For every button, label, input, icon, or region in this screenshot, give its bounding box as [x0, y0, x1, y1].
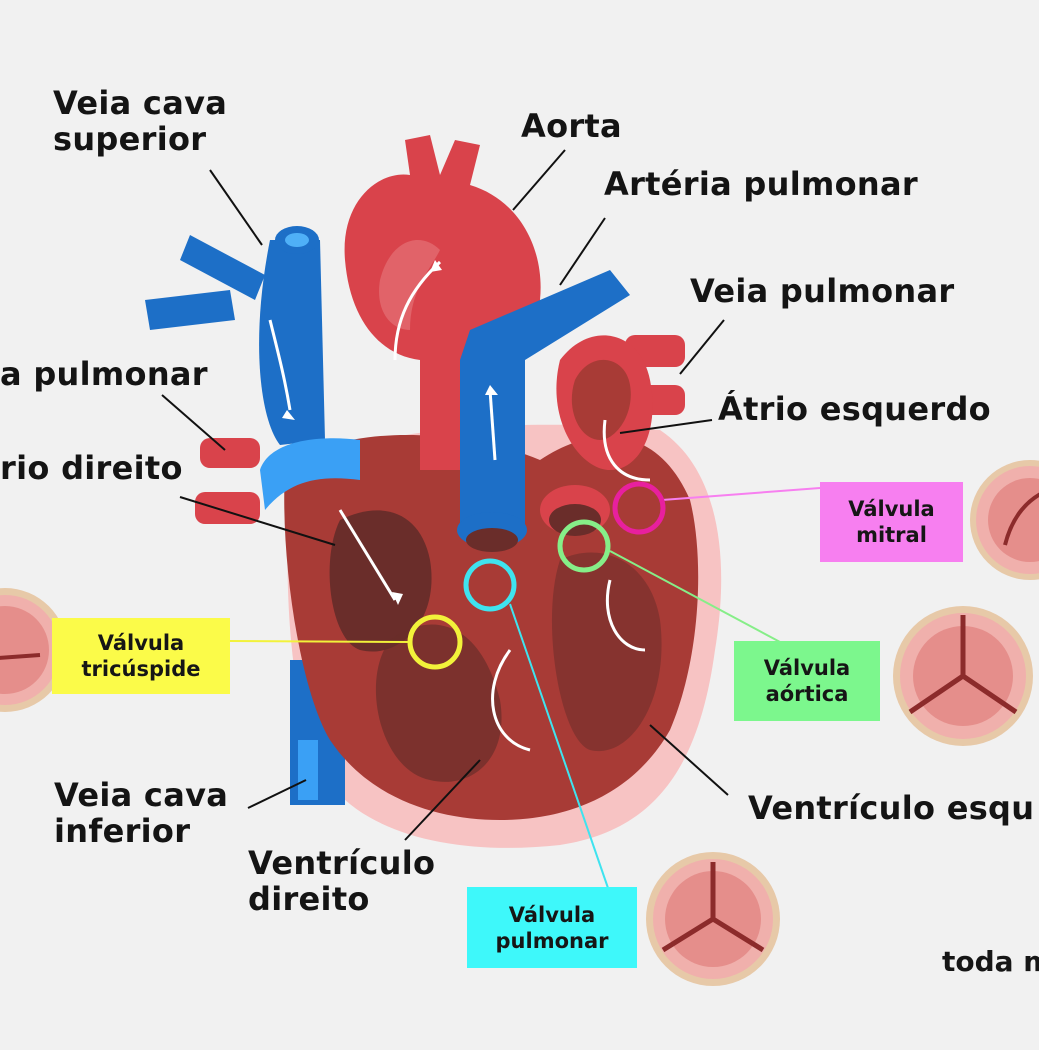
label-right-ventricle: Ventrículo direito — [248, 844, 436, 918]
pulmonary-vein-left-upper — [200, 438, 260, 468]
tricuspid-valve-marker — [407, 614, 463, 670]
valve-illustration-pulmonary — [646, 852, 780, 986]
leader-lines — [161, 149, 729, 841]
label-left-atrium: Átrio esquerdo — [718, 390, 991, 428]
right-atrium-rim — [260, 438, 360, 510]
valve-illustration-aortic — [893, 606, 1033, 746]
valve-box-aortic: Válvula aórtica — [734, 641, 880, 721]
valve-box-pulmonary: Válvula pulmonar — [467, 887, 637, 968]
label-pulmonary-vein-left: a pulmonar — [0, 355, 208, 393]
valve-illustration-mitral — [970, 460, 1039, 580]
aortic-valve-marker — [557, 519, 611, 573]
valve-box-tricuspid: Válvula tricúspide — [52, 618, 230, 694]
pulmonary-valve-marker — [463, 558, 517, 612]
label-right-atrium: rio direito — [0, 449, 183, 487]
label-vena-cava-superior: Veia cava superior — [53, 84, 228, 158]
label-vena-cava-inferior: Veia cava inferior — [54, 776, 229, 850]
aorta — [344, 135, 541, 470]
brand-logo: toda m — [942, 945, 1039, 978]
label-pulmonary-artery: Artéria pulmonar — [604, 165, 918, 203]
superior-vena-cava — [259, 240, 325, 445]
mitral-valve-marker — [612, 481, 666, 535]
label-aorta: Aorta — [521, 107, 622, 145]
label-pulmonary-vein-right: Veia pulmonar — [690, 272, 955, 310]
label-left-ventricle: Ventrículo esqu — [748, 789, 1035, 827]
valve-box-mitral: Válvula mitral — [820, 482, 963, 562]
pulmonary-artery — [460, 270, 630, 530]
valve-illustration-tricuspid — [0, 588, 67, 712]
